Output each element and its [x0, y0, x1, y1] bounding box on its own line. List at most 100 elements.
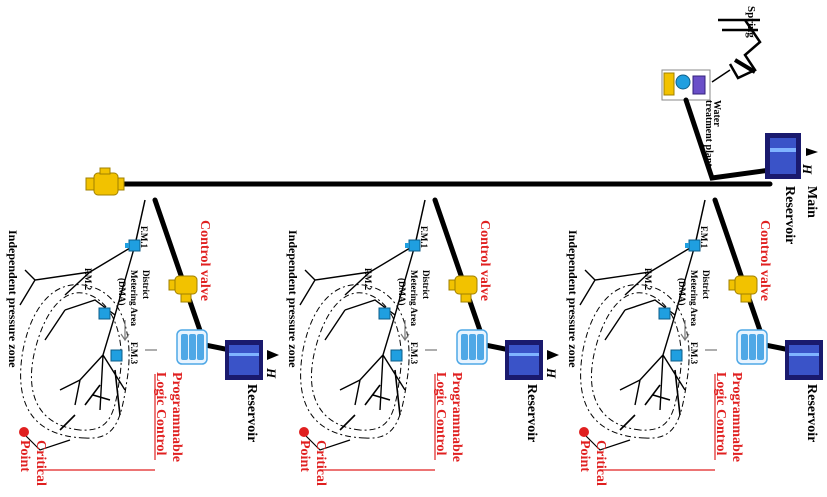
- fm2-label: F.M.2: [83, 268, 93, 291]
- plc-label-line2: Logic Control: [713, 372, 728, 455]
- network-branches: [59, 369, 121, 431]
- critical-label-line1: Critical: [313, 440, 328, 486]
- pressure-zone-2: Control valve H Reservoir Programmable L…: [286, 197, 559, 486]
- plc-label-line1: Programmable: [449, 372, 464, 462]
- control-valve-label: Control valve: [197, 220, 212, 301]
- flow-meter-2: [658, 307, 671, 320]
- flow-meter-3: [110, 349, 123, 362]
- dma-label-line2: Metering Area: [129, 270, 139, 327]
- distribution-network: [19, 244, 136, 411]
- water-label: Water: [711, 100, 722, 127]
- plc-unit: [456, 329, 488, 365]
- zone-h-symbol: H: [544, 367, 559, 379]
- control-valve-label: Control valve: [757, 220, 772, 301]
- dma-label-line1: District: [421, 270, 431, 299]
- supply-pipe: [683, 97, 773, 181]
- main-line-valve: [85, 167, 125, 196]
- critical-point-marker: [299, 427, 309, 437]
- zone-h-symbol: H: [824, 367, 827, 379]
- plc-label-line2: Logic Control: [153, 372, 168, 455]
- critical-label-line2: Point: [577, 440, 592, 472]
- flow-meter-2: [378, 307, 391, 320]
- flow-meter-2: [98, 307, 111, 320]
- pressure-zone-label: Independent pressure zone: [566, 230, 580, 368]
- treatment-label: treatment plant: [703, 100, 714, 167]
- flow-arrow: [680, 320, 690, 342]
- fm1-label: F.M.1: [419, 226, 429, 249]
- network-branches: [339, 369, 401, 431]
- critical-label-line1: Critical: [33, 440, 48, 486]
- flow-meter-1: [125, 239, 141, 252]
- dma-boundary: [590, 292, 682, 431]
- fm1-feed-line: [694, 199, 706, 246]
- flow-meter-3: [670, 349, 683, 362]
- pressure-zone-label: Independent pressure zone: [6, 230, 20, 368]
- flow-arrow: [120, 320, 130, 342]
- pressure-zone-boundary: [580, 284, 690, 439]
- dma-label-line1: District: [701, 270, 711, 299]
- zones-layer: Control valve H Reservoir Programmable L…: [6, 197, 827, 486]
- pressure-zone-boundary: [20, 284, 130, 439]
- distribution-network: [579, 244, 696, 411]
- pressure-zone-label: Independent pressure zone: [286, 230, 300, 368]
- plc-label-line1: Programmable: [729, 372, 744, 462]
- main-label: Main: [804, 186, 819, 218]
- main-reservoir: H Main Reservoir: [765, 133, 819, 244]
- dma-label-line2: Metering Area: [409, 270, 419, 327]
- zone-h-symbol: H: [264, 367, 279, 379]
- critical-point-marker: [19, 427, 29, 437]
- control-valve: [728, 275, 758, 303]
- dma-boundary: [30, 292, 122, 431]
- main-reservoir-label: Reservoir: [782, 186, 797, 244]
- plc-unit: [736, 329, 768, 365]
- plc-label-line2: Logic Control: [433, 372, 448, 455]
- fm2-label: F.M.2: [643, 268, 653, 291]
- flow-meter-3: [390, 349, 403, 362]
- zone-reservoir: H Reservoir: [505, 340, 559, 442]
- zone-reservoir-label: Reservoir: [524, 384, 539, 442]
- main-h-symbol: H: [800, 163, 815, 175]
- spring-label: Spring: [745, 6, 757, 38]
- dma-label-line3: (DMA): [677, 278, 687, 306]
- dma-label-line2: Metering Area: [689, 270, 699, 327]
- dma-label-line3: (DMA): [117, 278, 127, 306]
- dma-boundary: [310, 292, 402, 431]
- flow-arrow: [400, 320, 410, 342]
- network-branches: [619, 369, 681, 431]
- critical-label-line2: Point: [297, 440, 312, 472]
- flow-meter-1: [685, 239, 701, 252]
- zone-reservoir-label: Reservoir: [804, 384, 819, 442]
- dma-label-line1: District: [141, 270, 151, 299]
- zone-reservoir: H Reservoir: [785, 340, 827, 442]
- critical-label-line2: Point: [17, 440, 32, 472]
- critical-feed: [584, 434, 631, 451]
- control-valve: [448, 275, 478, 303]
- critical-feed: [24, 434, 71, 451]
- distribution-network: [299, 244, 416, 411]
- control-valve: [168, 275, 198, 303]
- fm1-label: F.M.1: [139, 226, 149, 249]
- pressure-zone-1: Control valve H Reservoir Programmable L…: [6, 197, 279, 486]
- critical-point-marker: [579, 427, 589, 437]
- fm2-label: F.M.2: [363, 268, 373, 291]
- fm3-label: F.M.3: [409, 342, 419, 365]
- pressure-zone-3: Control valve H Reservoir Programmable L…: [566, 197, 827, 486]
- flow-meter-1: [405, 239, 421, 252]
- water-treatment-plant: Water treatment plant: [661, 69, 731, 167]
- plc-unit: [176, 329, 208, 365]
- zone-reservoir: H Reservoir: [225, 340, 279, 442]
- fm3-label: F.M.3: [129, 342, 139, 365]
- control-valve-label: Control valve: [477, 220, 492, 301]
- fm1-label: F.M.1: [699, 226, 709, 249]
- critical-feed: [304, 434, 351, 451]
- spring-source: Spring: [718, 6, 762, 80]
- fm1-feed-line: [414, 199, 426, 246]
- fm1-feed-line: [134, 199, 146, 246]
- plc-label-line1: Programmable: [169, 372, 184, 462]
- fm3-label: F.M.3: [689, 342, 699, 365]
- pressure-zone-boundary: [300, 284, 410, 439]
- critical-label-line1: Critical: [593, 440, 608, 486]
- zone-reservoir-label: Reservoir: [244, 384, 259, 442]
- dma-label-line3: (DMA): [397, 278, 407, 306]
